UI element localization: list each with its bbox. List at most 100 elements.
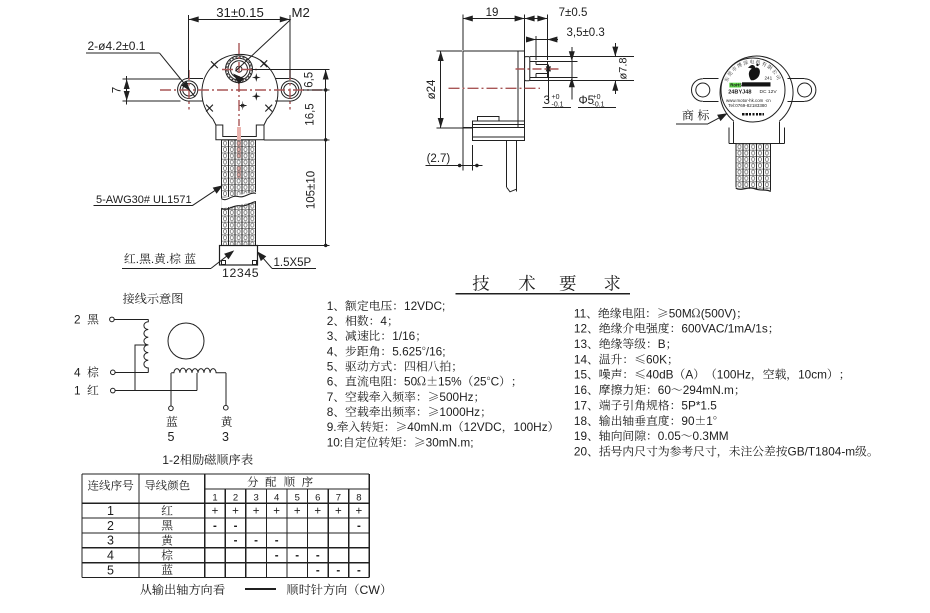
svg-text:棕: 棕 (161, 546, 173, 563)
svg-text:3: 3 (544, 95, 550, 107)
svg-text:-: - (316, 565, 320, 577)
svg-text:1.5X5P: 1.5X5P (274, 257, 312, 269)
svg-text:术: 术 (518, 270, 536, 295)
svg-text:求: 求 (604, 270, 622, 295)
svg-text:2: 2 (233, 492, 238, 503)
svg-text:3: 3 (107, 534, 114, 548)
svg-text:ø24: ø24 (426, 79, 438, 99)
svg-text:1、额定电压：12VDC;: 1、额定电压：12VDC; (327, 297, 446, 314)
svg-text:红: 红 (161, 502, 173, 519)
svg-text:7: 7 (336, 492, 341, 503)
svg-text:6: 6 (315, 492, 320, 503)
svg-text:+: + (356, 505, 363, 517)
svg-text:+: + (273, 505, 280, 517)
svg-text:蓝: 蓝 (161, 561, 173, 578)
svg-text:19、轴向间隙：0.05～0.3MM: 19、轴向间隙：0.05～0.3MM (574, 427, 729, 444)
svg-text:241: 241 (765, 75, 773, 80)
svg-text:Tel:0769-82183380: Tel:0769-82183380 (728, 103, 767, 108)
svg-text:-: - (213, 520, 217, 532)
svg-text:17、端子引角规格：5P*1.5: 17、端子引角规格：5P*1.5 (574, 396, 717, 413)
svg-text:-: - (275, 550, 279, 562)
svg-text:9.牵入转矩：≥40mN.m（12VDC，100Hz）: 9.牵入转矩：≥40mN.m（12VDC，100Hz） (327, 418, 560, 435)
svg-text:2-ø4.2±0.1: 2-ø4.2±0.1 (88, 39, 146, 53)
svg-text:黄: 黄 (221, 413, 233, 430)
svg-text:1: 1 (212, 492, 217, 503)
svg-text:11、绝缘电阻：≥50MΩ(500V)；: 11、绝缘电阻：≥50MΩ(500V)； (574, 304, 748, 321)
svg-text:-: - (357, 520, 361, 532)
svg-text:-: - (316, 550, 320, 562)
svg-text:-: - (234, 535, 238, 547)
svg-text:(2.7): (2.7) (427, 153, 451, 165)
svg-text:24BYJ48: 24BYJ48 (728, 89, 751, 95)
svg-text:5: 5 (168, 430, 175, 444)
svg-text:31±0.15: 31±0.15 (216, 5, 264, 20)
svg-text:3: 3 (253, 492, 258, 503)
svg-text:5: 5 (107, 563, 114, 577)
svg-text:红.黑.黄.棕 蓝: 红.黑.黄.棕 蓝 (124, 250, 196, 267)
svg-text:+: + (232, 505, 239, 517)
svg-text:18、输出轴垂直度：90±1°: 18、输出轴垂直度：90±1° (574, 412, 717, 429)
svg-text:RoHS: RoHS (730, 83, 742, 88)
svg-text:19: 19 (486, 7, 499, 19)
svg-text:黑: 黑 (161, 517, 173, 534)
svg-text:1 红: 1 红 (74, 382, 99, 399)
svg-text:15、噪声：≤40dB（A）（100Hz，空载，10cm）；: 15、噪声：≤40dB（A）（100Hz，空载，10cm）； (574, 366, 851, 383)
svg-text:-: - (234, 520, 238, 532)
svg-text:5-AWG30# UL1571: 5-AWG30# UL1571 (96, 194, 192, 206)
svg-text:5: 5 (295, 492, 300, 503)
svg-text:4 棕: 4 棕 (74, 363, 99, 380)
svg-text:14、温升：≤60K；: 14、温升：≤60K； (574, 350, 679, 367)
svg-text:6、直流电阻：50Ω±15%（25°C）；: 6、直流电阻：50Ω±15%（25°C）； (327, 373, 523, 390)
svg-text:-: - (357, 565, 361, 577)
svg-text:4、步距角：5.625°/16;: 4、步距角：5.625°/16; (327, 342, 446, 359)
svg-text:7: 7 (112, 87, 124, 93)
svg-text:连线序号: 连线序号 (88, 478, 134, 494)
svg-text:分 配 顺 序: 分 配 顺 序 (247, 474, 314, 490)
svg-text:1: 1 (107, 504, 114, 518)
svg-text:+: + (253, 505, 260, 517)
svg-text:-0.1: -0.1 (593, 102, 605, 109)
svg-text:1-2相励磁顺序表: 1-2相励磁顺序表 (162, 451, 253, 468)
svg-text:7±0.5: 7±0.5 (559, 7, 588, 19)
svg-text:+0: +0 (593, 94, 601, 101)
svg-text:+: + (314, 505, 321, 517)
svg-text:2、相数：4；: 2、相数：4； (327, 312, 399, 329)
svg-text:16,5: 16,5 (305, 103, 317, 125)
svg-text:-: - (254, 535, 258, 547)
svg-text:12、绝缘介电强度：600VAC/1mA/1s；: 12、绝缘介电强度：600VAC/1mA/1s； (574, 320, 780, 337)
svg-text:10:自定位转矩：≥30mN.m;: 10:自定位转矩：≥30mN.m; (327, 433, 474, 450)
svg-text:接线示意图: 接线示意图 (123, 290, 184, 307)
svg-text:+0: +0 (552, 94, 560, 101)
svg-text:商 标: 商 标 (682, 107, 709, 124)
svg-text:-0.1: -0.1 (552, 102, 564, 109)
svg-text:16、摩擦力矩：60～294mN.m；: 16、摩擦力矩：60～294mN.m； (574, 381, 746, 398)
svg-text:+: + (212, 505, 219, 517)
svg-text:从输出轴方向看: 从输出轴方向看 (140, 581, 226, 598)
svg-text:DC 12V: DC 12V (760, 89, 778, 95)
svg-text:技: 技 (472, 270, 490, 295)
svg-text:-: - (336, 565, 340, 577)
svg-text:+: + (335, 505, 342, 517)
svg-text:顺时针方向（CW）: 顺时针方向（CW） (286, 581, 392, 598)
svg-text:-: - (295, 550, 299, 562)
svg-text:6,5: 6,5 (304, 72, 316, 88)
svg-text:5、驱动方式：四相八拍；: 5、驱动方式：四相八拍； (327, 357, 463, 374)
svg-text:2 黑: 2 黑 (74, 310, 99, 327)
svg-text:8: 8 (356, 492, 361, 503)
svg-text:3、减速比：1/16；: 3、减速比：1/16； (327, 327, 427, 344)
svg-text:www.motor-hk.com ·cn: www.motor-hk.com ·cn (726, 98, 771, 103)
svg-text:4: 4 (107, 548, 114, 562)
svg-text:105±10: 105±10 (306, 171, 318, 209)
svg-text:4: 4 (274, 492, 279, 503)
svg-text:-: - (275, 535, 279, 547)
svg-text:13、绝缘等级：B；: 13、绝缘等级：B； (574, 335, 678, 352)
svg-text:2: 2 (107, 519, 114, 533)
svg-text:导线颜色: 导线颜色 (144, 478, 190, 494)
svg-text:蓝: 蓝 (166, 413, 178, 430)
svg-text:M2: M2 (292, 5, 310, 20)
svg-text:7、空载牵入频率：≥500Hz；: 7、空载牵入频率：≥500Hz； (327, 388, 486, 405)
svg-text:20、括号内尺寸为参考尺寸，未注公差按GB/T1804-m级: 20、括号内尺寸为参考尺寸，未注公差按GB/T1804-m级。 (574, 442, 879, 459)
svg-text:要: 要 (559, 270, 577, 295)
svg-text:3: 3 (222, 430, 229, 444)
svg-text:8、空载牵出频率：≥1000Hz；: 8、空载牵出频率：≥1000Hz； (327, 403, 492, 420)
